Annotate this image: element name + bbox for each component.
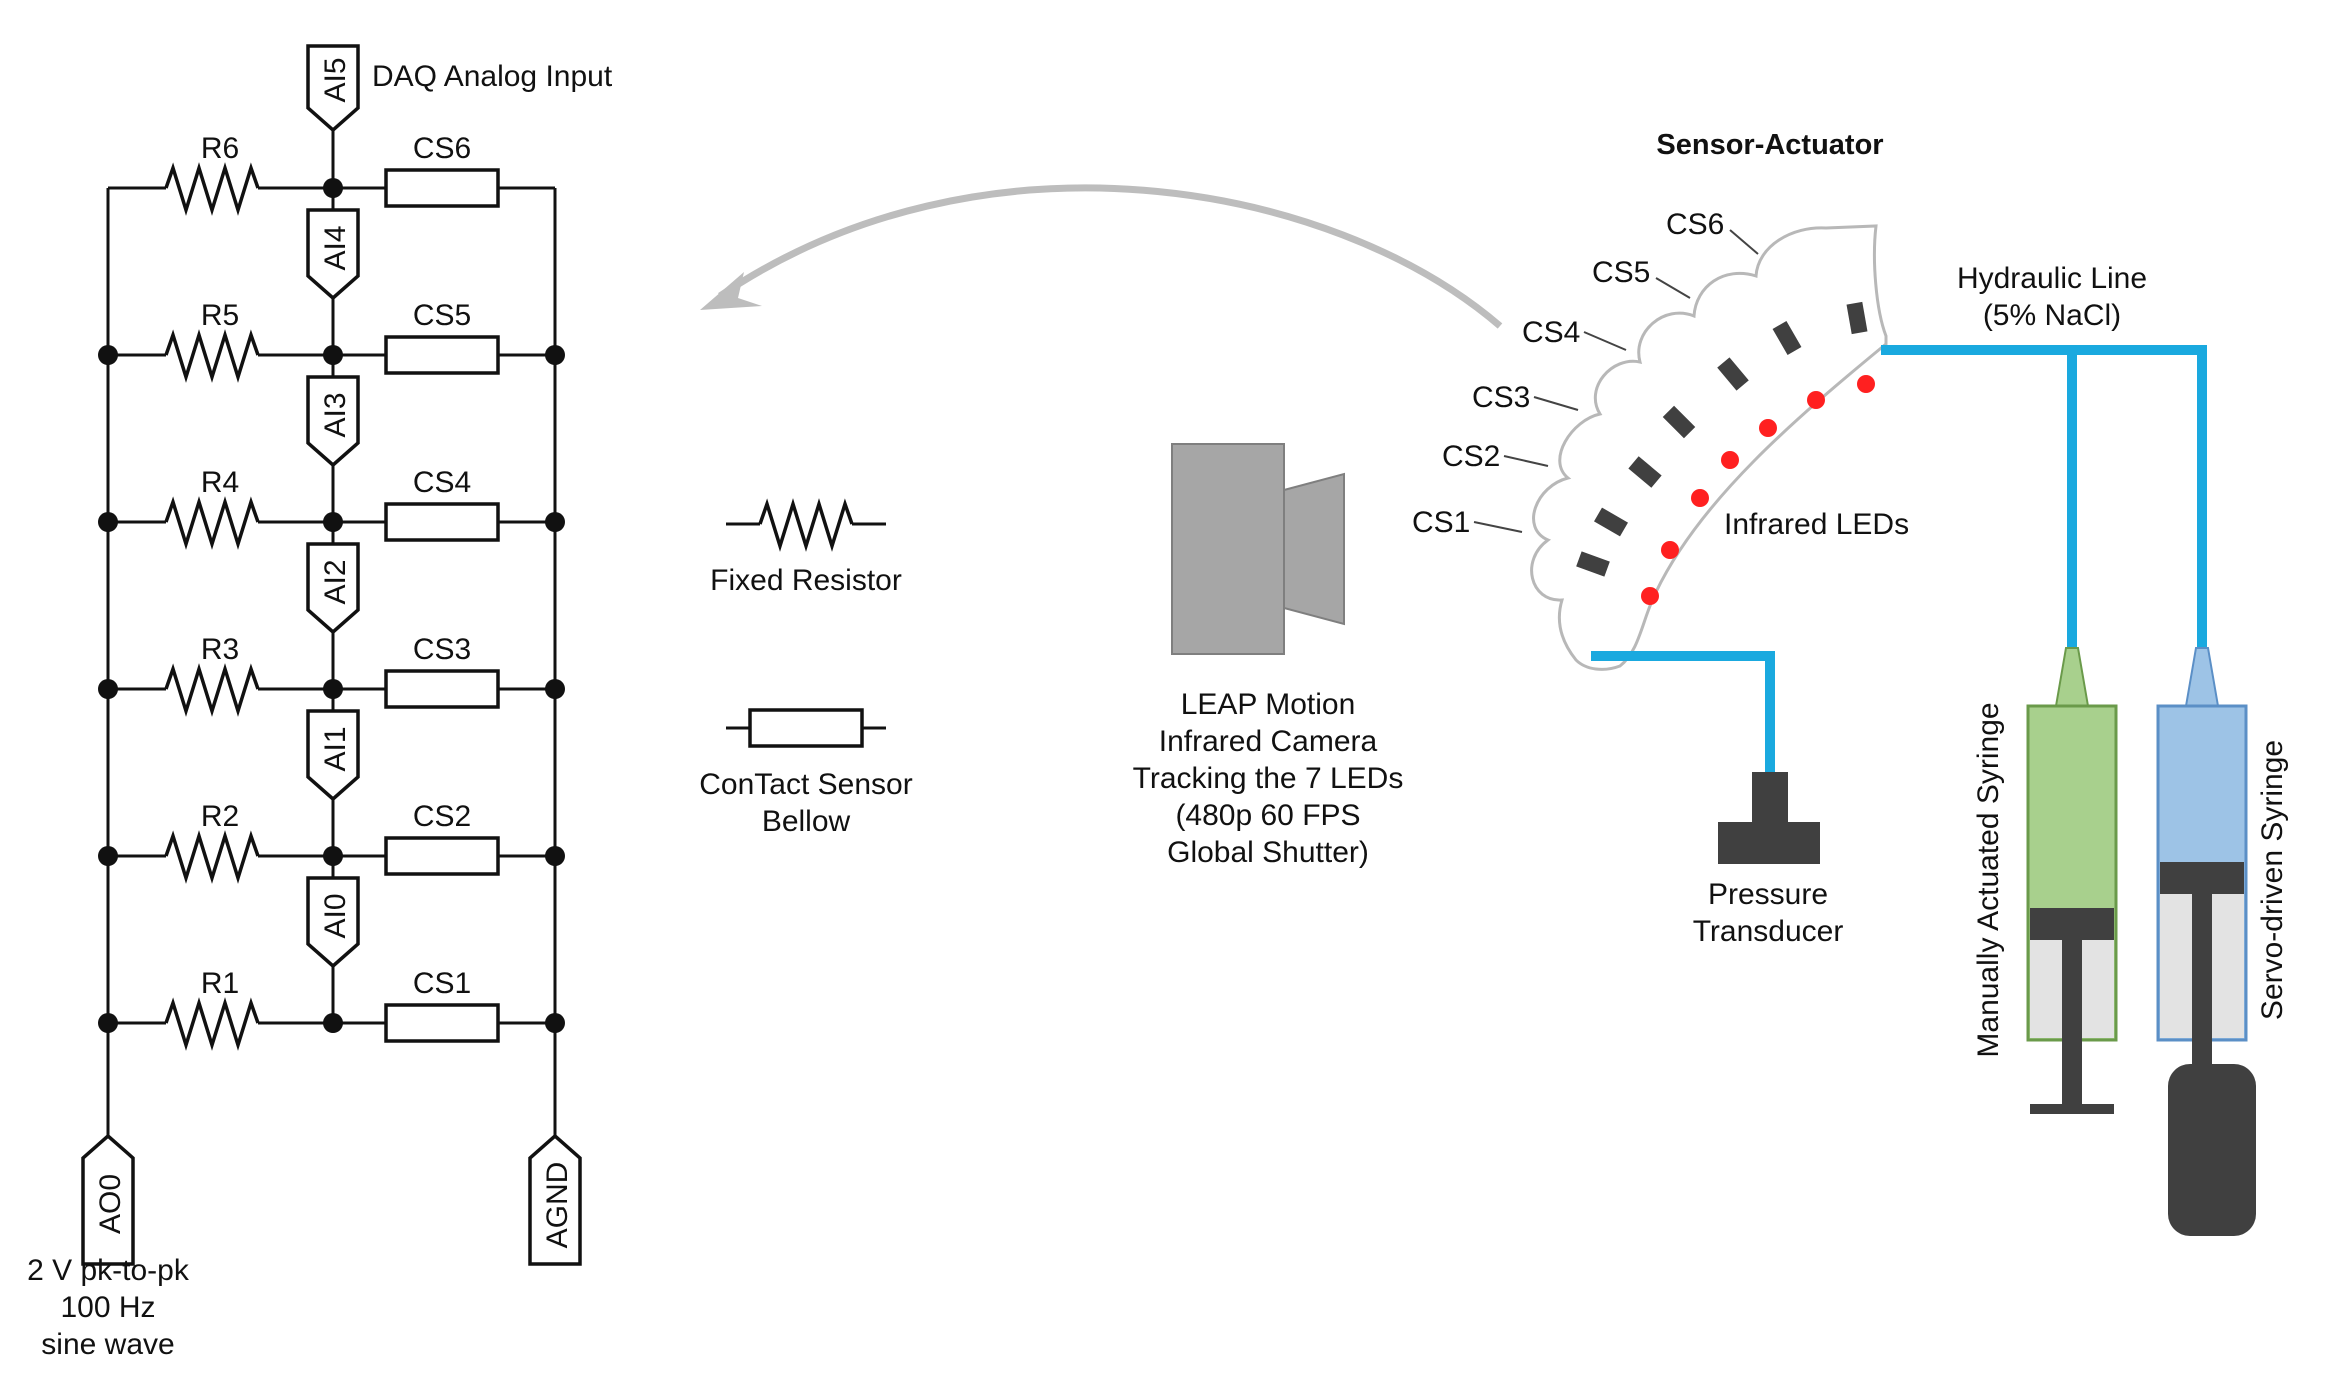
junction-dot (545, 1013, 565, 1033)
pin-ai5-label: AI5 (319, 57, 352, 102)
segment-label-cs6: CS6 (1666, 208, 1724, 241)
servo-syringe-label: Servo-driven Syringe (2256, 740, 2289, 1020)
segment-label-cs2: CS2 (1442, 440, 1500, 473)
resistor-r5 (164, 329, 260, 383)
legend-resistor-symbol (726, 498, 886, 552)
junction-dot (98, 679, 118, 699)
sensor-cs1 (384, 1003, 500, 1043)
leap-motion-camera (1171, 443, 1345, 655)
transducer-label-1: Pressure (1708, 878, 1828, 911)
camera-line-1: LEAP Motion (1181, 688, 1356, 721)
junction-dot (98, 512, 118, 532)
junction-dot (98, 1013, 118, 1033)
pin-label: AI0 (319, 893, 352, 938)
resistor-label: R4 (201, 466, 239, 499)
junction-dot (98, 846, 118, 866)
camera-line-2: Infrared Camera (1159, 725, 1378, 758)
servo-syringe (2156, 647, 2256, 1236)
resistor-label: R6 (201, 132, 239, 165)
pin-ai1 (306, 709, 360, 802)
sensor-cs3 (384, 669, 500, 709)
legend-sensor-symbol (726, 708, 886, 748)
sensor-label: CS2 (413, 800, 471, 833)
sensor-cs6 (384, 168, 500, 208)
pin-label: AI3 (319, 392, 352, 437)
source-line-3: sine wave (41, 1328, 174, 1361)
junction-dot (98, 345, 118, 365)
camera-description: LEAP Motion Infrared Camera Tracking the… (1133, 688, 1404, 869)
junction-dot (545, 345, 565, 365)
pin-ai3 (306, 375, 360, 468)
camera-line-5: Global Shutter) (1167, 836, 1369, 869)
resistor-label: R1 (201, 967, 239, 1000)
legend-resistor-label: Fixed Resistor (710, 564, 902, 597)
source-description: 2 V pk-to-pk 100 Hz sine wave (27, 1254, 190, 1361)
resistor-label: R5 (201, 299, 239, 332)
sensor-pads (1576, 301, 1868, 577)
camera-line-3: Tracking the 7 LEDs (1133, 762, 1404, 795)
sensor-label: CS3 (413, 633, 471, 666)
pin-ai2 (306, 542, 360, 635)
source-line-2: 100 Hz (60, 1291, 155, 1324)
hydraulic-line-label-2: (5% NaCl) (1983, 299, 2121, 332)
sensor-cs2 (384, 836, 500, 876)
junction-dot (323, 1013, 343, 1033)
segment-labels: CS1 CS2 CS3 CS4 CS5 CS6 (1412, 208, 1759, 539)
infrared-leds-label: Infrared LEDs (1724, 508, 1909, 541)
resistor-r4 (164, 496, 260, 550)
resistor-r3 (164, 663, 260, 717)
resistor-label: R2 (201, 800, 239, 833)
pin-ai0 (306, 876, 360, 969)
resistor-label: R3 (201, 633, 239, 666)
manual-syringe (2026, 647, 2118, 1114)
resistor-r2 (164, 830, 260, 884)
junction-dot (545, 512, 565, 532)
camera-line-4: (480p 60 FPS (1175, 799, 1360, 832)
legend-sensor-line-1: ConTact Sensor (699, 768, 912, 801)
pin-ai4 (306, 208, 360, 301)
source-line-1: 2 V pk-to-pk (27, 1254, 190, 1287)
pin-label: AI4 (319, 225, 352, 270)
actuator-title: Sensor-Actuator (1656, 129, 1883, 161)
legend-sensor-line-2: Bellow (762, 805, 851, 838)
pressure-transducer (1718, 772, 1820, 864)
segment-label-cs3: CS3 (1472, 381, 1530, 414)
transducer-label-2: Transducer (1693, 915, 1844, 948)
bellow-actuator-body (1530, 224, 1888, 671)
segment-label-cs5: CS5 (1592, 256, 1650, 289)
sensor-cs5 (384, 335, 500, 375)
pin-label: AI1 (319, 726, 352, 771)
manual-syringe-label: Manually Actuated Syringe (1972, 702, 2005, 1057)
hydraulic-line-label-1: Hydraulic Line (1957, 262, 2147, 295)
infrared-leds (1641, 375, 1875, 605)
pin-ai5: AI5 (306, 44, 360, 133)
pin-label: AI2 (319, 559, 352, 604)
junction-dot (545, 846, 565, 866)
signal-arrow (700, 184, 1503, 329)
segment-label-cs4: CS4 (1522, 316, 1580, 349)
hydraulic-lines (1591, 345, 2207, 779)
pin-ao0-label: AO0 (94, 1174, 127, 1234)
pin-agnd-label: AGND (541, 1162, 574, 1249)
sensor-label: CS1 (413, 967, 471, 1000)
daq-input-label: DAQ Analog Input (372, 60, 613, 93)
resistor-r1 (164, 997, 260, 1051)
resistor-r6 (164, 162, 260, 216)
pin-agnd: AGND (528, 1133, 582, 1266)
sensor-cs4 (384, 502, 500, 542)
junction-dot (545, 679, 565, 699)
sensor-label: CS6 (413, 132, 471, 165)
legend: Fixed Resistor ConTact Sensor Bellow (699, 498, 913, 838)
sensor-label: CS5 (413, 299, 471, 332)
sensor-label: CS4 (413, 466, 471, 499)
pin-ao0: AO0 (81, 1133, 135, 1266)
segment-label-cs1: CS1 (1412, 506, 1470, 539)
